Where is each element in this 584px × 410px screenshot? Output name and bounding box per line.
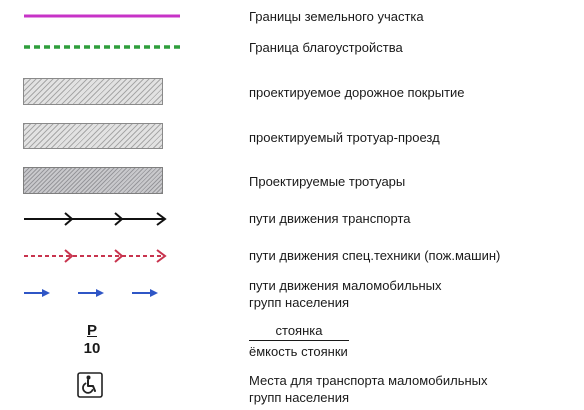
accessible-parking-label-line2: групп населения xyxy=(249,390,350,405)
sidewalks-swatch xyxy=(23,167,163,194)
parking-label-numerator: стоянка xyxy=(249,322,349,341)
mobility-routes-label-line1: пути движения маломобильных xyxy=(249,278,442,293)
parking-sign-letter: P xyxy=(86,322,97,339)
mobility-routes-line xyxy=(24,289,158,297)
landscaping-boundary-label: Граница благоустройства xyxy=(249,40,403,55)
parking-label-denominator: ёмкость стоянки xyxy=(249,344,348,359)
special-vehicle-routes-label: пути движения спец.техники (пож.машин) xyxy=(249,248,501,263)
parking-label: стоянка ёмкость стоянки xyxy=(249,322,369,360)
land-plot-boundary-line xyxy=(24,14,180,18)
vehicle-routes-label: пути движения транспорта xyxy=(249,211,411,226)
special-vehicle-routes-line xyxy=(24,249,167,263)
road-surface-label: проектируемое дорожное покрытие xyxy=(249,85,465,100)
parking-sign: P 10 xyxy=(72,322,112,358)
sidewalk-driveway-swatch xyxy=(23,123,163,149)
vehicle-routes-line xyxy=(24,212,167,226)
road-surface-swatch xyxy=(23,78,163,105)
sidewalk-driveway-label: проектируемый тротуар-проезд xyxy=(249,130,440,145)
wheelchair-icon xyxy=(77,372,103,398)
accessible-parking-label-line1: Места для транспорта маломобильных xyxy=(249,373,488,388)
landscaping-boundary-line xyxy=(24,45,182,49)
mobility-routes-label-line2: групп населения xyxy=(249,295,350,310)
sidewalks-label: Проектируемые тротуары xyxy=(249,174,406,189)
parking-sign-number: 10 xyxy=(83,340,101,357)
land-plot-boundary-label: Границы земельного участка xyxy=(249,9,424,24)
